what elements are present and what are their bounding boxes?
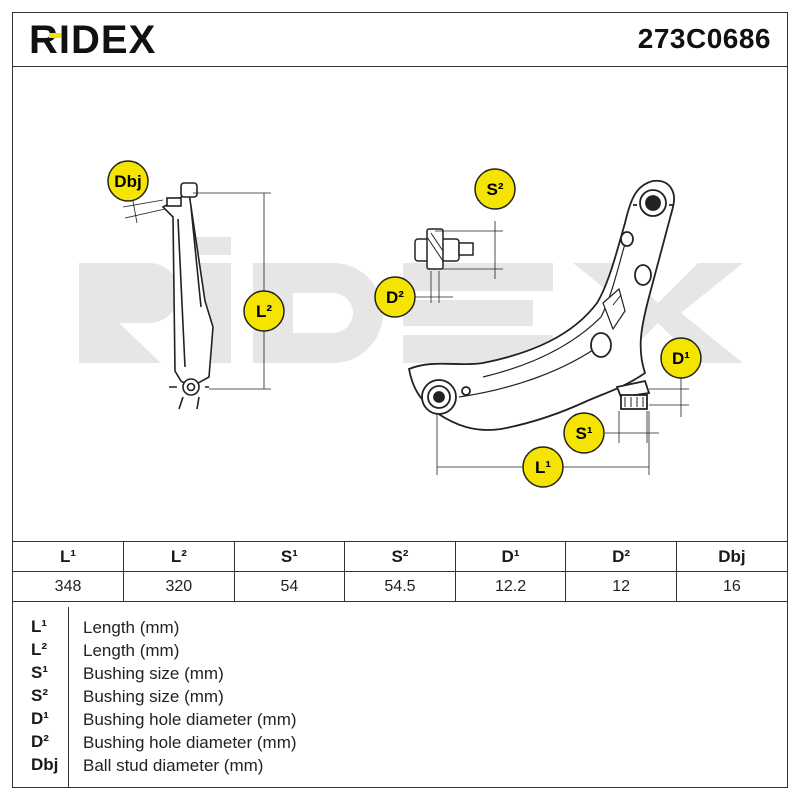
value-cell: 54.5 bbox=[344, 571, 456, 602]
legend-description: Bushing hole diameter (mm) bbox=[83, 733, 297, 752]
legend-symbol: L¹ bbox=[31, 617, 48, 636]
dim-dbj bbox=[122, 199, 166, 224]
legend-symbol: Dbj bbox=[31, 755, 59, 774]
legend-item: L¹ Length (mm) bbox=[13, 617, 787, 639]
legend-symbol: D² bbox=[31, 732, 49, 751]
legend-description: Bushing size (mm) bbox=[83, 687, 224, 706]
value-cell: 16 bbox=[675, 571, 787, 602]
header-cell: S¹ bbox=[233, 541, 346, 572]
header-cell: D² bbox=[565, 541, 677, 572]
legend-description: Length (mm) bbox=[83, 641, 180, 660]
legend-symbol: S¹ bbox=[31, 663, 48, 682]
bushing-detail bbox=[414, 228, 474, 270]
svg-text:D¹: D¹ bbox=[672, 349, 690, 368]
header-cell: S² bbox=[344, 541, 456, 572]
control-arm bbox=[407, 179, 675, 431]
ridex-logo: RIDEX bbox=[29, 19, 156, 61]
value-cell: 54 bbox=[233, 571, 346, 602]
legend-item: D¹ Bushing hole diameter (mm) bbox=[13, 709, 787, 731]
dim-s1 bbox=[605, 411, 659, 443]
svg-text:S¹: S¹ bbox=[576, 424, 593, 443]
legend-item: S¹ Bushing size (mm) bbox=[13, 663, 787, 685]
value-cell: 12.2 bbox=[454, 571, 567, 602]
value-cell: 320 bbox=[123, 571, 235, 602]
header-cell: Dbj bbox=[675, 541, 787, 572]
legend-item: S² Bushing size (mm) bbox=[13, 686, 787, 708]
label-l2: L² bbox=[243, 290, 285, 332]
svg-text:L¹: L¹ bbox=[535, 458, 551, 477]
svg-text:Dbj: Dbj bbox=[114, 172, 141, 191]
label-dbj: Dbj bbox=[107, 160, 149, 202]
legend-description: Bushing size (mm) bbox=[83, 664, 224, 683]
spec-header-row: L¹ L² S¹ S² D¹ D² Dbj bbox=[13, 541, 787, 572]
legend-divider bbox=[68, 607, 69, 788]
legend-description: Length (mm) bbox=[83, 618, 180, 637]
svg-text:L²: L² bbox=[256, 302, 272, 321]
svg-text:S²: S² bbox=[487, 180, 504, 199]
legend-symbol: D¹ bbox=[31, 709, 49, 728]
header-cell: L² bbox=[123, 541, 235, 572]
value-cell: 348 bbox=[13, 571, 125, 602]
legend-item: D² Bushing hole diameter (mm) bbox=[13, 732, 787, 754]
header: RIDEX 273C0686 bbox=[13, 13, 787, 67]
value-cell: 12 bbox=[565, 571, 677, 602]
header-cell: D¹ bbox=[454, 541, 567, 572]
legend-item: Dbj Ball stud diameter (mm) bbox=[13, 755, 787, 777]
part-number: 273C0686 bbox=[637, 23, 771, 54]
spec-value-row: 348 320 54 54.5 12.2 12 16 bbox=[13, 571, 787, 602]
technical-drawing: Dbj L² S² D² D¹ S¹ L¹ bbox=[79, 160, 743, 488]
legend-item: L² Length (mm) bbox=[13, 640, 787, 662]
legend-symbol: L² bbox=[31, 640, 48, 659]
legend-description: Ball stud diameter (mm) bbox=[83, 756, 264, 775]
label-s2: S² bbox=[474, 168, 516, 210]
header-cell: L¹ bbox=[13, 541, 125, 572]
legend: L¹ Length (mm) L² Length (mm) S¹ Bushing… bbox=[13, 607, 787, 788]
svg-text:D²: D² bbox=[386, 288, 404, 307]
spec-sheet: RIDEX 273C0686 bbox=[12, 12, 788, 788]
label-l1: L¹ bbox=[522, 446, 564, 488]
svg-text:RIDEX: RIDEX bbox=[29, 19, 156, 61]
label-s1: S¹ bbox=[563, 412, 605, 454]
side-view-arm bbox=[161, 182, 214, 410]
spec-table: L¹ L² S¹ S² D¹ D² Dbj 348 320 54 54.5 12… bbox=[13, 541, 787, 602]
label-d2: D² bbox=[374, 276, 416, 318]
dim-s2 bbox=[435, 221, 503, 279]
label-d1: D¹ bbox=[660, 337, 702, 379]
legend-description: Bushing hole diameter (mm) bbox=[83, 710, 297, 729]
legend-symbol: S² bbox=[31, 686, 48, 705]
